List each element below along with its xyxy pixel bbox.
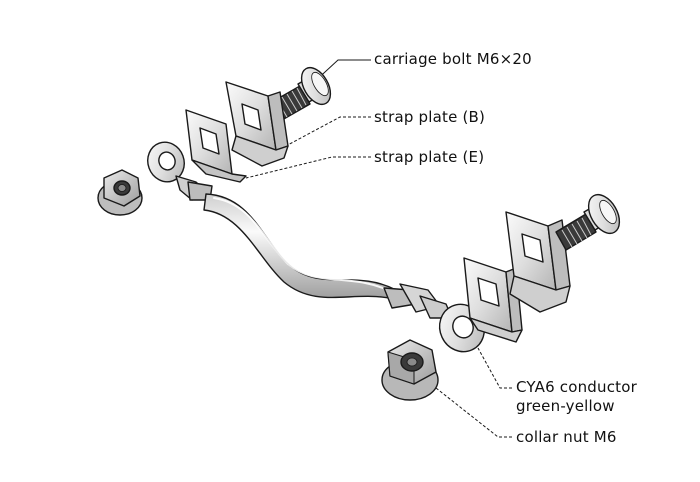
leader-conductor	[477, 347, 512, 389]
strap-plate-e-bottom	[463, 257, 523, 343]
ring-terminal-left	[147, 141, 213, 201]
collar-nut-bottom	[381, 339, 439, 401]
conductor-cable	[203, 193, 405, 303]
callout-conductor-line2: green-yellow	[516, 397, 615, 415]
strap-plate-b-bottom	[505, 211, 571, 313]
carriage-bolt-bottom	[555, 193, 621, 251]
leader-strap-plate-e	[245, 156, 371, 179]
leader-strap-plate-b	[283, 116, 371, 148]
leader-collar-nut	[435, 387, 512, 438]
callout-carriage-bolt: carriage bolt M6×20	[374, 50, 532, 68]
strap-plate-b-top	[225, 81, 289, 167]
callout-strap-plate-e: strap plate (E)	[374, 148, 485, 166]
strap-plate-e-top	[185, 109, 247, 183]
collar-nut-left	[97, 169, 143, 216]
callout-collar-nut: collar nut M6	[516, 428, 617, 446]
callout-conductor-line1: CYA6 conductor	[516, 378, 638, 396]
callout-conductor: CYA6 conductor green-yellow	[516, 378, 637, 416]
callout-strap-plate-b: strap plate (B)	[374, 108, 486, 126]
